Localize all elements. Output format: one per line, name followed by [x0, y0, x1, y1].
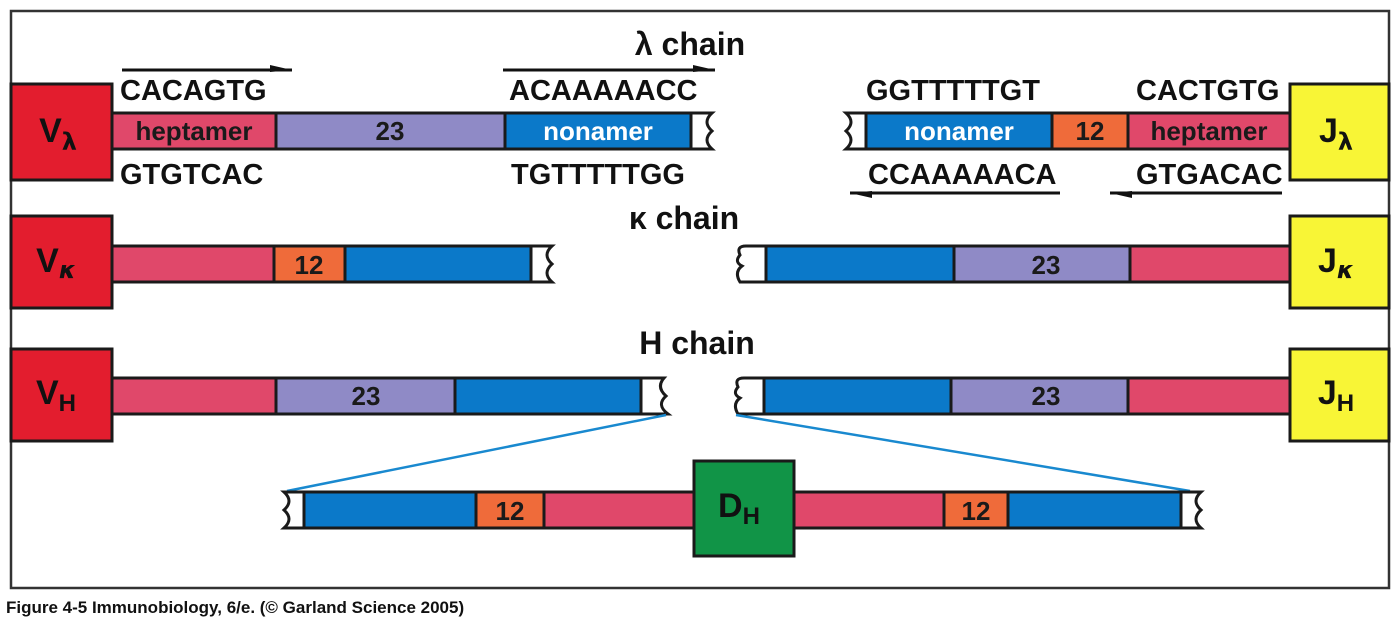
- lambda-j-heptamer-bottom-seq: GTGACAC: [1136, 159, 1283, 191]
- lambda-v-break-end: [689, 111, 716, 151]
- d-right-spacer-12: [942, 490, 1010, 530]
- arrowhead-icon: [270, 65, 292, 72]
- kappa-v-heptamer: [110, 244, 276, 284]
- lambda-v-nonamer-label: nonamer: [543, 116, 653, 146]
- kappa-v-spacer-12: [272, 244, 347, 284]
- d-left-nonamer: [302, 490, 478, 530]
- figure-caption: Figure 4-5 Immunobiology, 6/e. (© Garlan…: [6, 598, 465, 617]
- d-right-nonamer: [1006, 490, 1183, 530]
- arrowhead-icon: [1110, 191, 1132, 198]
- lambda-j-spacer-label: 12: [1076, 116, 1105, 146]
- h-v-side: 23: [110, 376, 673, 416]
- lambda-j-nonamer-top-seq: GGTTTTTGT: [866, 75, 1040, 107]
- h-j-side: 23: [733, 376, 1292, 416]
- lambda-j-nonamer-label: nonamer: [904, 116, 1014, 146]
- lambda-j-heptamer-label: heptamer: [1150, 116, 1267, 146]
- kappa-j-nonamer: [764, 244, 956, 284]
- lambda-j-nonamer: [864, 111, 1054, 151]
- kappa-j-spacer-label: 23: [1032, 250, 1061, 280]
- d-left-spacer-label: 12: [496, 496, 525, 526]
- j-lambda-label: Jλ: [1319, 112, 1353, 156]
- lambda-v-spacer-label: 23: [376, 116, 405, 146]
- j-kappa-label: Jκ: [1318, 242, 1354, 284]
- v-kappa-box: [9, 214, 114, 310]
- connector-line-left: [286, 413, 667, 493]
- h-v-heptamer: [110, 376, 278, 416]
- j-lambda-box: [1288, 82, 1391, 182]
- d-right-break-end: [1179, 490, 1205, 530]
- kappa-chain-label: κ chain: [629, 200, 739, 236]
- v-h-box: [9, 347, 114, 443]
- d-left-break-end: [280, 490, 306, 530]
- j-h-box: [1288, 347, 1391, 443]
- h-v-spacer-23: [274, 376, 457, 416]
- d-h-box: [692, 459, 796, 558]
- h-j-nonamer: [762, 376, 953, 416]
- lambda-v-heptamer-label: heptamer: [135, 116, 252, 146]
- lambda-v-nonamer-top-seq: ACAAAAACC: [509, 75, 698, 107]
- v-h-label: VH: [36, 374, 76, 417]
- h-v-spacer-label: 23: [352, 381, 381, 411]
- h-j-break-end: [733, 376, 766, 416]
- d-h-label: DH: [718, 487, 760, 530]
- lambda-j-heptamer-top-seq: CACTGTG: [1136, 75, 1279, 107]
- lambda-v-spacer-23: [274, 111, 507, 151]
- h-v-break-end: [639, 376, 673, 416]
- d-right-heptamer: [792, 490, 946, 530]
- kappa-v-nonamer: [343, 244, 533, 284]
- lambda-v-heptamer-bottom-seq: GTGTCAC: [120, 159, 263, 191]
- v-lambda-label: Vλ: [39, 112, 77, 156]
- lambda-v-side: heptamer 23 nonamer CACAGTG GTGTCAC ACAA…: [110, 65, 716, 191]
- lambda-j-break-end: [842, 111, 868, 151]
- h-j-heptamer: [1126, 376, 1292, 416]
- kappa-j-heptamer: [1128, 244, 1292, 284]
- h-chain-label: H chain: [639, 325, 755, 361]
- connector-line-right: [735, 413, 1191, 493]
- lambda-v-nonamer-bottom-seq: TGTTTTTGG: [511, 159, 685, 191]
- arrowhead-icon: [850, 191, 872, 198]
- kappa-j-break-end: [735, 244, 768, 284]
- v-lambda-box: [9, 82, 114, 182]
- kappa-j-side: 23: [735, 244, 1292, 284]
- v-kappa-label: Vκ: [36, 242, 76, 284]
- kappa-j-spacer-23: [952, 244, 1132, 284]
- lambda-v-heptamer-top-seq: CACAGTG: [120, 75, 267, 107]
- d-left-heptamer: [542, 490, 696, 530]
- kappa-v-break-end: [529, 244, 556, 284]
- lambda-chain-label: λ chain: [635, 26, 745, 62]
- lambda-j-nonamer-bottom-seq: CCAAAAACA: [868, 159, 1057, 191]
- lambda-j-side: nonamer 12 heptamer GGTTTTTGT CACTGTG CC…: [842, 75, 1292, 198]
- h-j-spacer-23: [949, 376, 1130, 416]
- lambda-v-heptamer: [110, 111, 278, 151]
- d-segment-row: 12 12 DH: [280, 459, 1205, 558]
- arrowhead-icon: [693, 65, 715, 72]
- h-j-spacer-label: 23: [1032, 381, 1061, 411]
- j-h-label: JH: [1318, 374, 1354, 417]
- j-kappa-box: [1288, 214, 1391, 310]
- d-right-spacer-label: 12: [962, 496, 991, 526]
- kappa-v-side: 12: [110, 244, 556, 284]
- h-v-nonamer: [453, 376, 643, 416]
- kappa-v-spacer-label: 12: [295, 250, 324, 280]
